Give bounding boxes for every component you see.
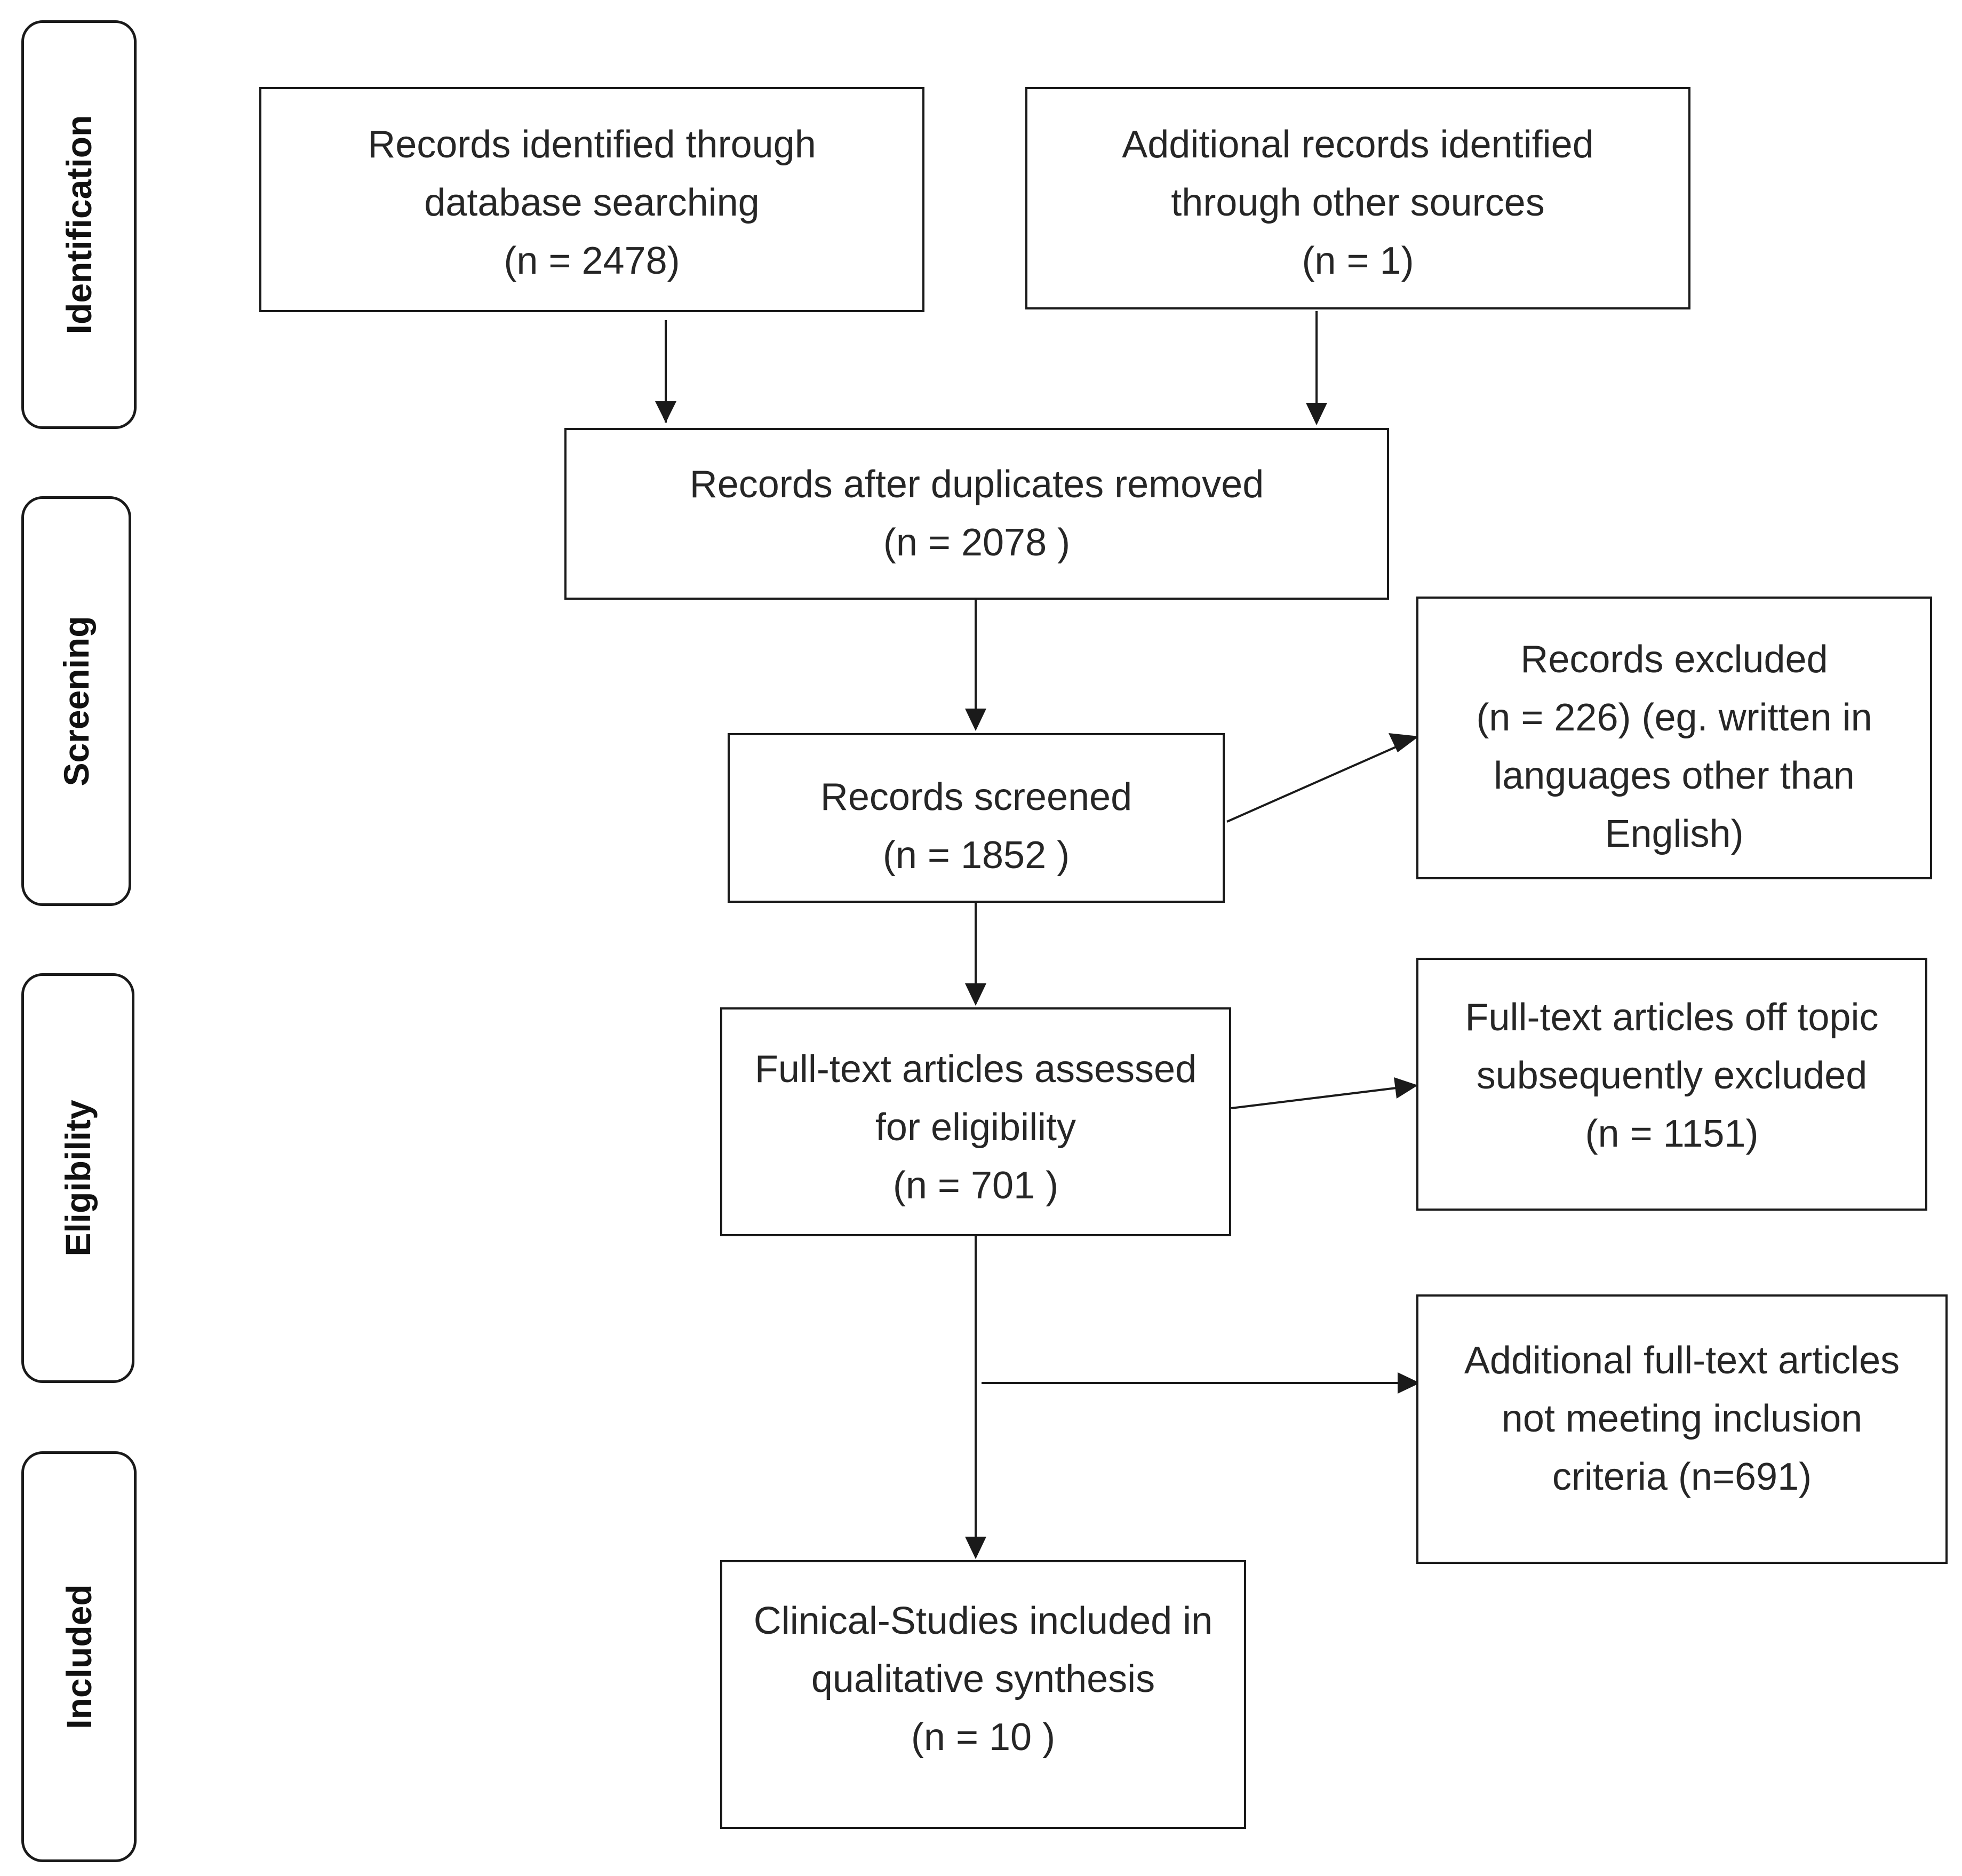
box-other-sources-line-3: (n = 1): [1302, 240, 1414, 282]
box-other-sources-line-2: through other sources: [1171, 181, 1545, 224]
box-fulltext-assessed-line-3: (n = 701 ): [892, 1164, 1059, 1207]
box-records-excluded-line-1: Records excluded: [1520, 638, 1828, 681]
arrowhead-other-to-duplicates: [1306, 403, 1327, 425]
box-off-topic-excluded-line-3: (n = 1151): [1585, 1112, 1759, 1155]
box-fulltext-assessed-line-2: for eligibility: [875, 1106, 1076, 1149]
arrowhead-branch-to-not-meeting: [1398, 1372, 1420, 1394]
box-studies-included-line-1: Clinical-Studies included in: [753, 1600, 1213, 1642]
box-not-meeting-criteria-line-3: criteria (n=691): [1552, 1456, 1812, 1498]
box-studies-included: Clinical-Studies included in qualitative…: [720, 1560, 1246, 1829]
box-other-sources: Additional records identified through ot…: [1025, 87, 1690, 309]
box-duplicates-removed-line-1: Records after duplicates removed: [689, 463, 1264, 506]
box-records-excluded: Records excluded (n = 226) (eg. written …: [1416, 597, 1932, 879]
box-records-screened: Records screened (n = 1852 ): [728, 733, 1225, 903]
box-database-search: Records identified through database sear…: [259, 87, 924, 312]
box-duplicates-removed: Records after duplicates removed (n = 20…: [564, 428, 1389, 600]
box-duplicates-removed-line-2: (n = 2078 ): [883, 521, 1071, 564]
box-database-search-line-3: (n = 2478): [504, 240, 680, 282]
box-other-sources-line-1: Additional records identified: [1122, 123, 1594, 166]
box-off-topic-excluded: Full-text articles off topic subsequentl…: [1416, 958, 1927, 1211]
arrowhead-screened-to-excluded: [1389, 733, 1419, 752]
box-not-meeting-criteria-line-2: not meeting inclusion: [1501, 1397, 1863, 1440]
box-database-search-line-2: database searching: [424, 181, 760, 224]
arrow-fulltext-to-offtopic: [1231, 1087, 1397, 1109]
box-not-meeting-criteria: Additional full-text articles not meetin…: [1416, 1294, 1948, 1564]
arrow-screened-to-excluded: [1226, 743, 1402, 823]
box-records-screened-line-2: (n = 1852 ): [882, 834, 1070, 877]
box-off-topic-excluded-line-1: Full-text articles off topic: [1465, 996, 1879, 1039]
arrowhead-duplicates-to-screened: [965, 709, 986, 731]
arrowhead-fulltext-to-included: [965, 1537, 986, 1559]
stage-screening: Screening: [21, 496, 131, 906]
box-fulltext-assessed: Full-text articles assessed for eligibil…: [720, 1007, 1231, 1236]
box-off-topic-excluded-line-2: subsequently excluded: [1476, 1054, 1868, 1097]
arrowhead-database-to-duplicates: [655, 401, 676, 423]
box-database-search-line-1: Records identified through: [368, 123, 816, 166]
arrowhead-screened-to-fulltext: [965, 983, 986, 1006]
box-fulltext-assessed-line-1: Full-text articles assessed: [754, 1048, 1197, 1091]
box-studies-included-line-2: qualitative synthesis: [811, 1658, 1155, 1700]
box-records-excluded-line-4: English): [1605, 813, 1744, 855]
stage-identification: Identification: [21, 20, 137, 429]
stage-included: Included: [21, 1451, 137, 1862]
arrowhead-fulltext-to-offtopic: [1394, 1077, 1418, 1099]
box-records-screened-line-1: Records screened: [820, 776, 1132, 818]
box-studies-included-line-3: (n = 10 ): [911, 1716, 1056, 1759]
stage-eligibility: Eligibility: [21, 973, 134, 1383]
box-records-excluded-line-2: (n = 226) (eg. written in: [1476, 696, 1872, 739]
box-records-excluded-line-3: languages other than: [1494, 754, 1855, 797]
box-not-meeting-criteria-line-1: Additional full-text articles: [1464, 1339, 1900, 1382]
